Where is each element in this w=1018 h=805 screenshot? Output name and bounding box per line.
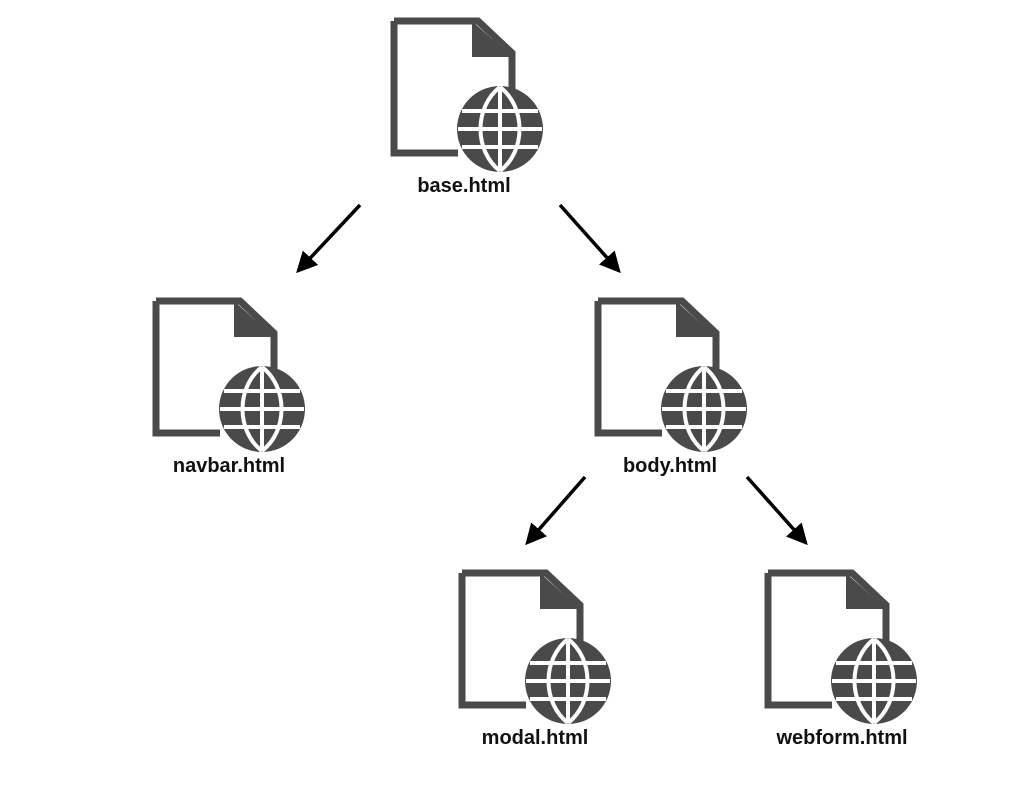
node-label-body: body.html: [622, 455, 718, 477]
node-label-base: base.html: [417, 175, 511, 197]
arrow-body-to-webform: [745, 475, 808, 546]
arrow-base-to-navbar: [296, 203, 362, 274]
node-modal: modal.html: [456, 567, 616, 757]
web-file-icon: [456, 567, 616, 727]
arrow-body-to-modal: [525, 475, 587, 546]
web-file-icon: [762, 567, 922, 727]
web-file-icon: [150, 295, 310, 455]
node-label-navbar: navbar.html: [172, 455, 286, 477]
node-body: body.html: [592, 295, 752, 485]
node-label-webform: webform.html: [776, 727, 908, 749]
web-file-icon: [388, 15, 548, 175]
node-label-modal: modal.html: [481, 727, 589, 749]
web-file-icon: [592, 295, 752, 455]
arrow-base-to-body: [558, 203, 621, 274]
node-webform: webform.html: [762, 567, 922, 757]
node-navbar: navbar.html: [150, 295, 310, 485]
node-base: base.html: [388, 15, 548, 205]
